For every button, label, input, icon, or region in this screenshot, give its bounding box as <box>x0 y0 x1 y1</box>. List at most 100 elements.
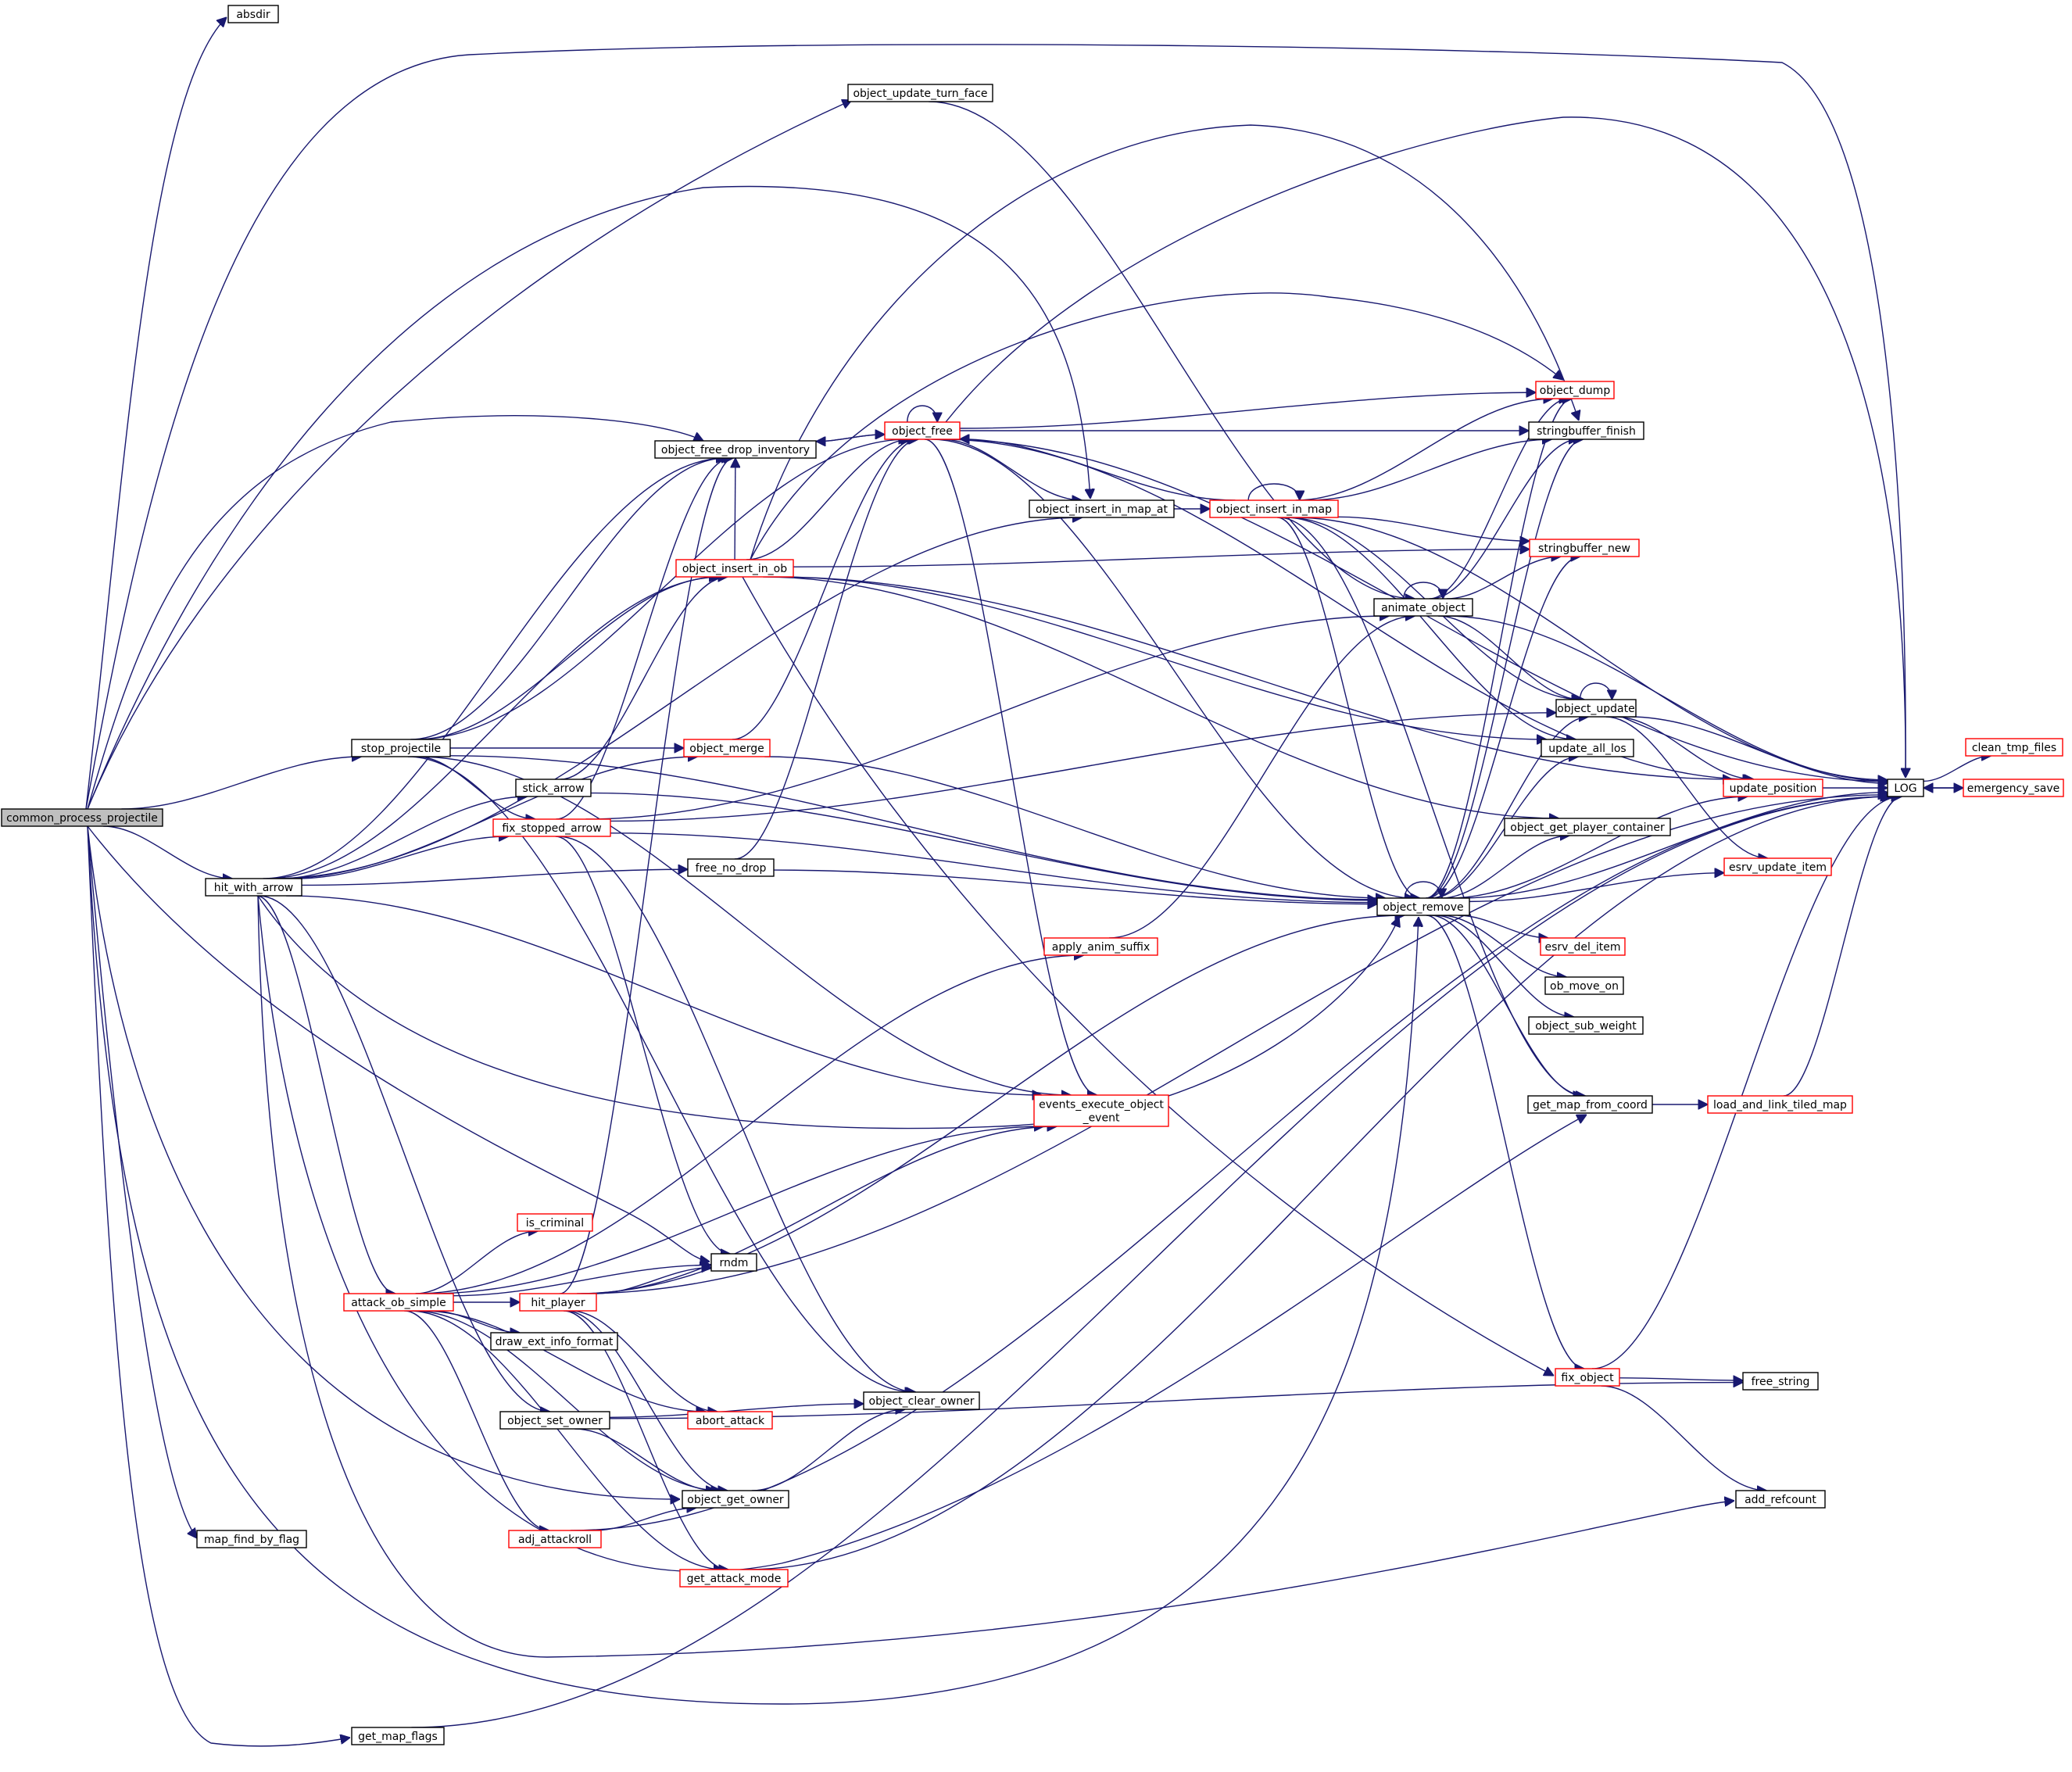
edge-common_process_projectile-to-rndm <box>87 825 710 1262</box>
node-object_merge[interactable]: object_merge <box>683 739 771 757</box>
node-apply_anim_suffix[interactable]: apply_anim_suffix <box>1043 937 1158 956</box>
edge-adj_attackroll-to-object_get_owner <box>593 1508 696 1531</box>
edge-path <box>301 869 688 886</box>
node-object_set_owner[interactable]: object_set_owner <box>499 1411 610 1430</box>
node-absdir[interactable]: absdir <box>227 5 279 23</box>
node-stringbuffer_finish[interactable]: stringbuffer_finish <box>1528 421 1644 440</box>
node-label: LOG <box>1894 782 1916 795</box>
node-box <box>1528 1016 1644 1035</box>
edge-object_remove-to-object_sub_weight <box>1435 915 1574 1017</box>
edge-path <box>942 439 1082 500</box>
node-rndm[interactable]: rndm <box>710 1253 757 1272</box>
node-object_insert_in_map_at[interactable]: object_insert_in_map_at <box>1029 499 1175 518</box>
edge-path <box>87 825 350 1747</box>
node-common_process_projectile[interactable]: common_process_projectile <box>1 808 163 827</box>
node-update_position[interactable]: update_position <box>1723 779 1823 797</box>
node-stringbuffer_new[interactable]: stringbuffer_new <box>1529 539 1640 557</box>
edge-object_set_owner-to-object_get_owner <box>574 1428 716 1491</box>
node-object_insert_in_ob[interactable]: object_insert_in_ob <box>675 559 794 578</box>
node-box <box>196 1530 307 1548</box>
node-label: object_update <box>1557 703 1634 715</box>
node-is_criminal[interactable]: is_criminal <box>517 1213 593 1232</box>
node-object_remove[interactable]: object_remove <box>1376 897 1470 916</box>
edge-object_update-to-LOG <box>1629 716 1888 783</box>
node-label: object_insert_in_map <box>1216 503 1332 516</box>
edge-fix_stopped_arrow-to-rndm <box>555 836 731 1254</box>
edge-common_process_projectile-to-object_free_drop_inventory <box>87 415 703 810</box>
edge-path <box>924 439 1097 1095</box>
edge-object_set_owner-to-free_string <box>609 1383 1743 1419</box>
node-clean_tmp_files[interactable]: clean_tmp_files <box>1965 738 2063 757</box>
edge-attack_ob_simple-to-adj_attackroll <box>404 1310 549 1530</box>
node-update_all_los[interactable]: update_all_los <box>1541 739 1634 757</box>
node-box <box>1527 1095 1653 1114</box>
node-object_get_owner[interactable]: object_get_owner <box>682 1490 789 1509</box>
edge-object_remove-to-ob_move_on <box>1440 915 1566 977</box>
node-object_update_turn_face[interactable]: object_update_turn_face <box>847 84 993 102</box>
node-abort_attack[interactable]: abort_attack <box>687 1411 773 1430</box>
node-attack_ob_simple[interactable]: attack_ob_simple <box>343 1293 454 1312</box>
node-hit_player[interactable]: hit_player <box>519 1293 597 1312</box>
node-get_map_from_coord[interactable]: get_map_from_coord <box>1527 1095 1653 1114</box>
edge-object_remove-to-object_update <box>1430 717 1589 899</box>
node-object_insert_in_map[interactable]: object_insert_in_map <box>1209 499 1339 518</box>
node-object_update[interactable]: object_update <box>1555 699 1637 718</box>
edge-hit_with_arrow-to-object_remove <box>257 895 1399 1129</box>
node-animate_object[interactable]: animate_object <box>1373 598 1473 617</box>
edge-common_process_projectile-to-hit_with_arrow <box>103 825 232 879</box>
edge-path <box>609 1383 1743 1419</box>
node-esrv_del_item[interactable]: esrv_del_item <box>1540 937 1626 956</box>
edge-animate_object-to-object_dump <box>1429 399 1569 600</box>
node-ob_move_on[interactable]: ob_move_on <box>1544 976 1624 995</box>
edge-path <box>1783 797 1902 1097</box>
node-label: object_clear_owner <box>869 1395 975 1408</box>
node-object_dump[interactable]: object_dump <box>1535 381 1615 399</box>
node-emergency_save[interactable]: emergency_save <box>1963 779 2064 797</box>
node-adj_attackroll[interactable]: adj_attackroll <box>508 1530 602 1548</box>
node-stick_arrow[interactable]: stick_arrow <box>515 779 592 797</box>
node-draw_ext_info_format[interactable]: draw_ext_info_format <box>490 1332 618 1351</box>
node-object_sub_weight[interactable]: object_sub_weight <box>1528 1016 1644 1035</box>
edge-hit_with_arrow-to-attack_ob_simple <box>256 895 395 1294</box>
node-map_find_by_flag[interactable]: map_find_by_flag <box>196 1530 307 1548</box>
node-object_free_drop_inventory[interactable]: object_free_drop_inventory <box>654 440 817 459</box>
edge-path <box>1435 915 1574 1017</box>
node-fix_stopped_arrow[interactable]: fix_stopped_arrow <box>492 818 611 837</box>
edge-hit_player-to-events_execute_object_event <box>582 1126 1057 1294</box>
node-LOG[interactable]: LOG <box>1887 779 1924 797</box>
edge-path <box>742 576 1554 1376</box>
node-free_string[interactable]: free_string <box>1742 1372 1819 1391</box>
node-get_attack_mode[interactable]: get_attack_mode <box>679 1569 789 1588</box>
node-box <box>1742 1372 1819 1391</box>
node-load_and_link_tiled_map[interactable]: load_and_link_tiled_map <box>1707 1095 1853 1114</box>
node-esrv_update_item[interactable]: esrv_update_item <box>1723 857 1832 876</box>
edge-hit_with_arrow-to-free_no_drop <box>301 869 688 886</box>
node-hit_with_arrow[interactable]: hit_with_arrow <box>205 878 302 897</box>
node-object_clear_owner[interactable]: object_clear_owner <box>863 1391 980 1410</box>
edge-path <box>746 439 911 560</box>
node-label: update_all_los <box>1548 743 1626 755</box>
edge-attack_ob_simple-to-rndm <box>453 1265 711 1297</box>
node-label: common_process_projectile <box>6 812 158 825</box>
node-box <box>343 1293 454 1312</box>
node-label: get_attack_mode <box>687 1573 782 1585</box>
node-fix_object[interactable]: fix_object <box>1555 1368 1620 1387</box>
edge-hit_with_arrow-to-object_merge <box>282 757 698 879</box>
node-events_execute_object_event[interactable]: events_execute_object_event <box>1033 1094 1169 1127</box>
edge-object_insert_in_ob-to-object_dump <box>750 292 1563 560</box>
node-box <box>1504 818 1671 836</box>
node-label: object_dump <box>1540 385 1611 397</box>
edge-path <box>85 17 227 810</box>
node-free_no_drop[interactable]: free_no_drop <box>687 858 775 877</box>
edge-stop_projectile-to-fix_stopped_arrow <box>417 756 535 819</box>
node-add_refcount[interactable]: add_refcount <box>1735 1490 1826 1509</box>
node-object_get_player_container[interactable]: object_get_player_container <box>1504 818 1671 836</box>
node-stop_projectile[interactable]: stop_projectile <box>351 739 451 757</box>
edge-path <box>257 895 1587 1573</box>
edge-layer <box>85 17 1991 1747</box>
edge-object_insert_in_map-to-update_all_los <box>1285 517 1576 739</box>
node-object_free[interactable]: object_free <box>884 421 961 440</box>
node-get_map_flags[interactable]: get_map_flags <box>351 1727 445 1745</box>
node-label: abort_attack <box>696 1415 765 1427</box>
edge-path <box>103 825 232 879</box>
